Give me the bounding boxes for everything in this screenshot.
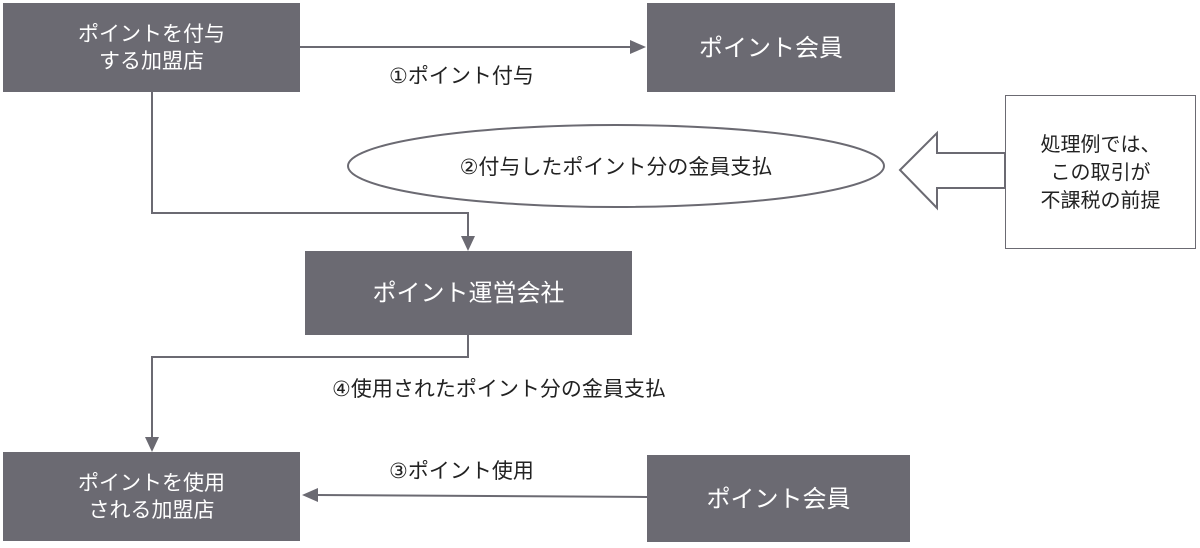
arrowhead-member-to-merchant	[302, 488, 318, 502]
member-bottom-box: ポイント会員	[647, 455, 910, 542]
arrow-operator-to-merchant	[151, 335, 469, 438]
member-top-box: ポイント会員	[647, 3, 895, 92]
arrow-member-to-merchant	[315, 494, 648, 498]
merchant-use-box: ポイントを使用 される加盟店	[3, 452, 300, 541]
arrow-merchant-to-operator	[151, 92, 469, 238]
operator-box: ポイント運営会社	[305, 251, 632, 335]
operator-label: ポイント運営会社	[372, 279, 565, 307]
merchant-use-line-2: される加盟店	[88, 497, 215, 522]
tax-note-line-2: この取引が	[1050, 160, 1151, 184]
arrowhead-operator-to-merchant	[145, 437, 159, 452]
tax-note-line-1: 処理例では、	[1040, 132, 1161, 156]
member-top-label: ポイント会員	[699, 33, 843, 62]
arrowhead-award-to-member	[630, 40, 646, 54]
arrowhead-merchant-to-operator	[461, 236, 475, 251]
member-bottom-label: ポイント会員	[706, 484, 851, 513]
step2-label: ②付与したポイント分の金員支払	[459, 155, 773, 179]
merchant-award-line-2: する加盟店	[99, 48, 204, 73]
tax-note-box: 処理例では、 この取引が 不課税の前提	[1005, 95, 1196, 249]
merchant-use-line-1: ポイントを使用	[78, 471, 225, 496]
tax-note-line-3: 不課税の前提	[1040, 188, 1161, 212]
step4-label: ④使用されたポイント分の金員支払	[332, 377, 666, 401]
step2-ellipse	[347, 124, 885, 208]
merchant-award-box: ポイントを付与 する加盟店	[3, 3, 300, 92]
step3-label: ③ポイント使用	[389, 459, 534, 483]
note-pointer-arrow	[898, 130, 1006, 211]
step1-label: ①ポイント付与	[389, 64, 534, 88]
merchant-award-line-1: ポイントを付与	[78, 22, 225, 47]
